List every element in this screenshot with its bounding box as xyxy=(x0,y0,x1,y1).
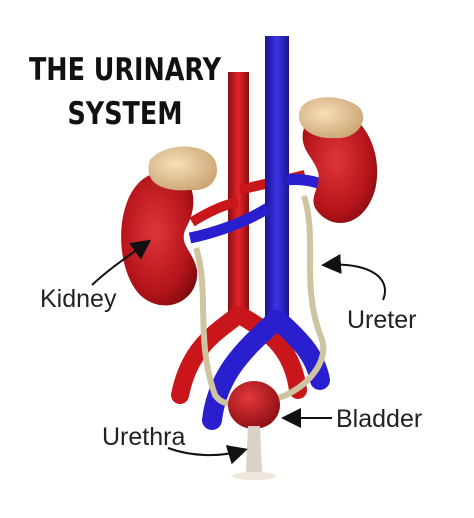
bladder-label: Bladder xyxy=(336,405,423,433)
bladder xyxy=(228,381,280,429)
urethra-label: Urethra xyxy=(102,423,186,451)
kidney-label: Kidney xyxy=(40,285,117,313)
kidney-arrow xyxy=(91,239,152,286)
urethra-arrow xyxy=(167,445,248,465)
title-line-1: THE URINARY xyxy=(28,52,222,88)
ureter-arrow xyxy=(321,253,386,301)
right-kidney xyxy=(298,97,378,224)
urethra xyxy=(232,426,276,480)
left-kidney xyxy=(121,146,218,306)
ureter-label: Ureter xyxy=(347,306,417,334)
title-line-2: SYSTEM xyxy=(67,96,183,132)
